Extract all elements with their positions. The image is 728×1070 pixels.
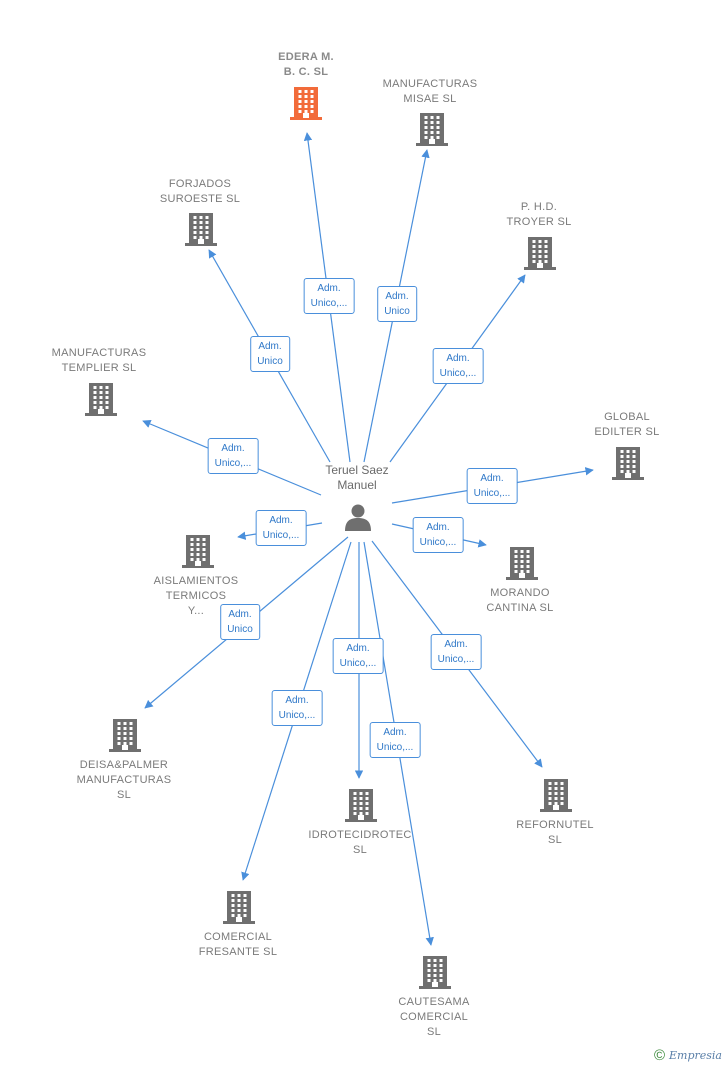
- relation-label-templier[interactable]: Adm. Unico,...: [207, 438, 259, 474]
- company-label-cautesama[interactable]: CAUTESAMA COMERCIAL SL: [398, 996, 470, 1038]
- relation-label-cautesama[interactable]: Adm. Unico,...: [369, 722, 421, 758]
- company-label-idrotec[interactable]: IDROTECIDROTEC SL: [308, 829, 412, 856]
- building-icon[interactable]: [345, 788, 377, 827]
- copyright-icon: ©: [653, 1047, 665, 1064]
- building-icon[interactable]: [524, 236, 556, 275]
- company-label-troyer[interactable]: P. H.D. TROYER SL: [506, 201, 572, 228]
- company-label-edera[interactable]: EDERA M. B. C. SL: [278, 51, 334, 78]
- company-label-aislamientos[interactable]: AISLAMIENTOS TERMICOS Y...: [153, 575, 239, 617]
- relation-label-edera[interactable]: Adm. Unico,...: [303, 278, 355, 314]
- building-icon[interactable]: [612, 446, 644, 485]
- relation-label-refornutel[interactable]: Adm. Unico,...: [430, 634, 482, 670]
- building-icon[interactable]: [416, 112, 448, 151]
- building-icon[interactable]: [290, 86, 322, 125]
- relation-label-morando[interactable]: Adm. Unico,...: [412, 517, 464, 553]
- company-label-forjados[interactable]: FORJADOS SUROESTE SL: [159, 178, 241, 205]
- building-icon[interactable]: [182, 534, 214, 573]
- building-icon[interactable]: [419, 955, 451, 994]
- relation-label-forjados[interactable]: Adm. Unico: [250, 336, 290, 372]
- company-label-deisa[interactable]: DEISA&PALMER MANUFACTURAS SL: [76, 759, 172, 801]
- relation-label-idrotec[interactable]: Adm. Unico,...: [332, 638, 384, 674]
- brand-logo[interactable]: Empresia: [669, 1049, 722, 1062]
- building-icon[interactable]: [85, 382, 117, 421]
- company-label-fresante[interactable]: COMERCIAL FRESANTE SL: [198, 931, 278, 958]
- footer: © Empresia: [654, 1047, 722, 1064]
- company-label-morando[interactable]: MORANDO CANTINA SL: [486, 587, 554, 614]
- relation-label-aislamientos[interactable]: Adm. Unico,...: [255, 510, 307, 546]
- building-icon[interactable]: [540, 778, 572, 817]
- building-icon[interactable]: [109, 718, 141, 757]
- person-icon[interactable]: [343, 502, 373, 537]
- relation-label-edilter[interactable]: Adm. Unico,...: [466, 468, 518, 504]
- company-label-edilter[interactable]: GLOBAL EDILTER SL: [594, 411, 660, 438]
- building-icon[interactable]: [506, 546, 538, 585]
- company-label-templier[interactable]: MANUFACTURAS TEMPLIER SL: [51, 347, 147, 374]
- company-label-misae[interactable]: MANUFACTURAS MISAE SL: [382, 78, 478, 105]
- building-icon[interactable]: [223, 890, 255, 929]
- relation-label-misae[interactable]: Adm. Unico: [377, 286, 417, 322]
- building-icon[interactable]: [185, 212, 217, 251]
- person-name: Teruel Saez Manuel: [325, 463, 389, 492]
- company-label-refornutel[interactable]: REFORNUTEL SL: [516, 819, 594, 846]
- relation-label-deisa[interactable]: Adm. Unico: [220, 604, 260, 640]
- relation-label-troyer[interactable]: Adm. Unico,...: [432, 348, 484, 384]
- relation-label-fresante[interactable]: Adm. Unico,...: [271, 690, 323, 726]
